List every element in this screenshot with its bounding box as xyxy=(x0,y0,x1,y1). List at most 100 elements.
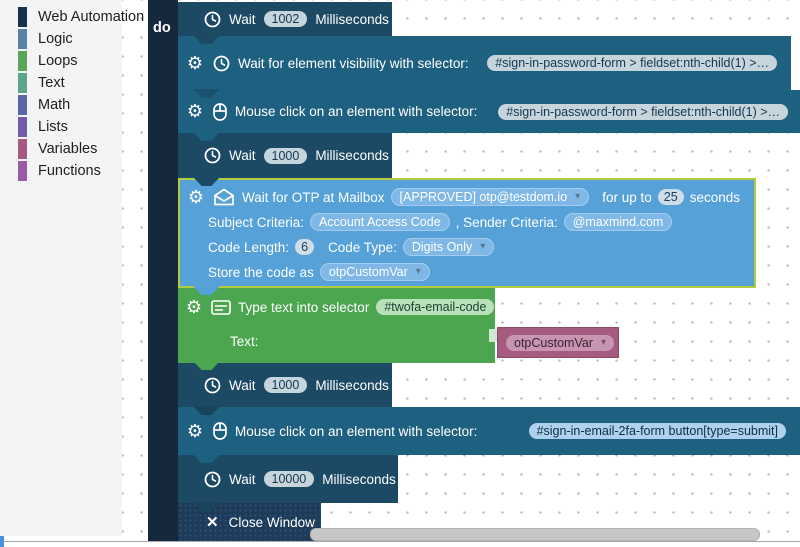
subject-value: Account Access Code xyxy=(319,215,441,229)
selector-field[interactable]: #twofa-email-code xyxy=(376,299,495,315)
wait-label: Wait xyxy=(229,377,256,393)
block-label: Close Window xyxy=(228,514,315,530)
timeout-seconds-field[interactable]: 25 xyxy=(657,189,684,205)
block-type-text[interactable]: ⚙ Type text into selector #twofa-email-c… xyxy=(178,288,495,363)
gear-icon[interactable]: ⚙ xyxy=(186,101,204,121)
block-connector-tab xyxy=(193,454,220,463)
block-label: Mouse click on an element with selector: xyxy=(235,104,478,119)
sender-value: @maxmind.com xyxy=(572,215,664,229)
clock-icon xyxy=(204,471,221,488)
do-container-block[interactable] xyxy=(148,0,178,541)
unit-label: Milliseconds xyxy=(315,11,389,27)
block-label: Wait for element visibility with selecto… xyxy=(238,55,469,71)
toolbox-category-loops[interactable]: Loops xyxy=(0,50,122,72)
value-input-socket xyxy=(489,329,497,342)
text-label: Text: xyxy=(230,333,259,349)
open-envelope-icon xyxy=(212,188,236,206)
category-color-chip xyxy=(18,117,27,137)
variable-value: otpCustomVar xyxy=(514,335,593,350)
store-variable-dropdown[interactable]: otpCustomVar ▾ xyxy=(319,263,430,281)
category-color-chip xyxy=(18,29,27,49)
block-connector-tab xyxy=(193,35,220,44)
mailbox-dropdown[interactable]: [APPROVED] otp@testdom.io▾ xyxy=(390,188,590,206)
subject-criteria-field[interactable]: Account Access Code xyxy=(310,213,450,231)
gear-icon[interactable]: ⚙ xyxy=(185,296,203,317)
wait-ms-field[interactable]: 1000 xyxy=(263,147,308,164)
block-wait-1002[interactable]: Wait 1002 Milliseconds xyxy=(178,2,392,36)
clock-icon xyxy=(204,377,221,394)
block-label: Type text into selector xyxy=(238,299,370,315)
selector-field[interactable]: #sign-in-password-form > fieldset:nth-ch… xyxy=(487,55,777,71)
toolbox-category-logic[interactable]: Logic xyxy=(0,28,122,50)
selector-field[interactable]: #sign-in-password-form > fieldset:nth-ch… xyxy=(498,103,788,120)
clock-icon xyxy=(204,147,221,164)
block-connector-tab xyxy=(193,89,220,98)
category-color-chip xyxy=(18,161,27,181)
gear-icon[interactable]: ⚙ xyxy=(187,186,205,207)
unit-label: Milliseconds xyxy=(315,377,389,393)
block-wait-10000[interactable]: Wait 10000 Milliseconds xyxy=(178,455,398,503)
variable-dropdown[interactable]: otpCustomVar▾ xyxy=(506,334,614,351)
block-wait-for-otp[interactable]: ⚙ Wait for OTP at Mailbox [APPROVED] otp… xyxy=(178,178,756,288)
do-label: do xyxy=(153,20,171,36)
toolbox-category-text[interactable]: Text xyxy=(0,72,122,94)
clock-icon xyxy=(213,55,230,72)
wait-label: Wait xyxy=(229,148,256,163)
toolbox-category-variables[interactable]: Variables xyxy=(0,138,122,160)
category-label: Functions xyxy=(38,163,101,179)
category-label: Web Automation xyxy=(38,9,145,25)
toolbox-sidebar: Web Automation Logic Loops Text Math Lis… xyxy=(0,0,144,536)
close-icon: ✕ xyxy=(206,514,219,531)
block-wait-1000-b[interactable]: Wait 1000 Milliseconds xyxy=(178,363,392,407)
block-mouse-click-2fa-submit[interactable]: ⚙ Mouse click on an element with selecto… xyxy=(178,407,800,455)
unit-label: Milliseconds xyxy=(322,471,396,487)
wait-ms-field[interactable]: 10000 xyxy=(263,471,315,487)
category-label: Lists xyxy=(38,119,68,135)
block-connector-tab xyxy=(193,286,220,295)
category-color-chip xyxy=(18,73,27,93)
category-color-chip xyxy=(18,7,27,27)
horizontal-scrollbar[interactable] xyxy=(310,528,760,541)
category-label: Variables xyxy=(38,141,98,157)
block-wait-visibility[interactable]: ⚙ Wait for element visibility with selec… xyxy=(178,36,791,90)
text-input-icon xyxy=(211,299,231,315)
code-type-value: Digits Only xyxy=(411,240,473,254)
wait-ms-field[interactable]: 1002 xyxy=(263,11,308,27)
bottom-left-blue-fragment xyxy=(0,536,4,547)
category-color-chip xyxy=(18,95,27,115)
category-color-chip xyxy=(18,51,27,71)
category-label: Logic xyxy=(38,31,73,47)
subject-criteria-label: Subject Criteria: xyxy=(208,214,305,230)
seconds-label: seconds xyxy=(689,189,740,205)
block-variable-otpcustomvar[interactable]: otpCustomVar▾ xyxy=(497,327,619,358)
block-connector-tab xyxy=(193,361,220,370)
code-type-dropdown[interactable]: Digits Only ▾ xyxy=(402,238,495,256)
sender-criteria-label: , Sender Criteria: xyxy=(455,214,558,230)
block-connector-tab xyxy=(193,177,220,186)
dropdown-arrow-icon: ▾ xyxy=(575,191,581,202)
unit-label: Milliseconds xyxy=(315,148,389,163)
dropdown-arrow-icon: ▾ xyxy=(415,266,421,277)
wait-label: Wait xyxy=(229,471,256,487)
store-variable-value: otpCustomVar xyxy=(328,265,408,279)
category-label: Loops xyxy=(38,53,78,69)
block-connector-tab xyxy=(193,406,220,415)
wait-ms-field[interactable]: 1000 xyxy=(263,377,308,393)
wait-label: Wait xyxy=(229,11,256,27)
code-length-field[interactable]: 6 xyxy=(295,239,315,255)
toolbox-category-math[interactable]: Math xyxy=(0,94,122,116)
block-connector-tab xyxy=(193,502,220,511)
toolbox-category-lists[interactable]: Lists xyxy=(0,116,122,138)
gear-icon[interactable]: ⚙ xyxy=(186,52,204,73)
toolbox-category-web-automation[interactable]: Web Automation xyxy=(0,6,144,28)
sender-criteria-field[interactable]: @maxmind.com xyxy=(563,213,673,231)
block-mouse-click-password[interactable]: ⚙ Mouse click on an element with selecto… xyxy=(178,90,800,133)
dropdown-arrow-icon: ▾ xyxy=(480,241,486,252)
canvas-bottom-edge xyxy=(0,541,800,547)
mouse-icon xyxy=(213,102,227,121)
block-wait-1000-a[interactable]: Wait 1000 Milliseconds xyxy=(178,133,392,178)
gear-icon[interactable]: ⚙ xyxy=(186,420,204,441)
selector-field-selected[interactable]: #sign-in-email-2fa-form button[type=subm… xyxy=(528,423,786,439)
toolbox-category-functions[interactable]: Functions xyxy=(0,160,122,182)
block-connector-tab xyxy=(193,132,220,141)
